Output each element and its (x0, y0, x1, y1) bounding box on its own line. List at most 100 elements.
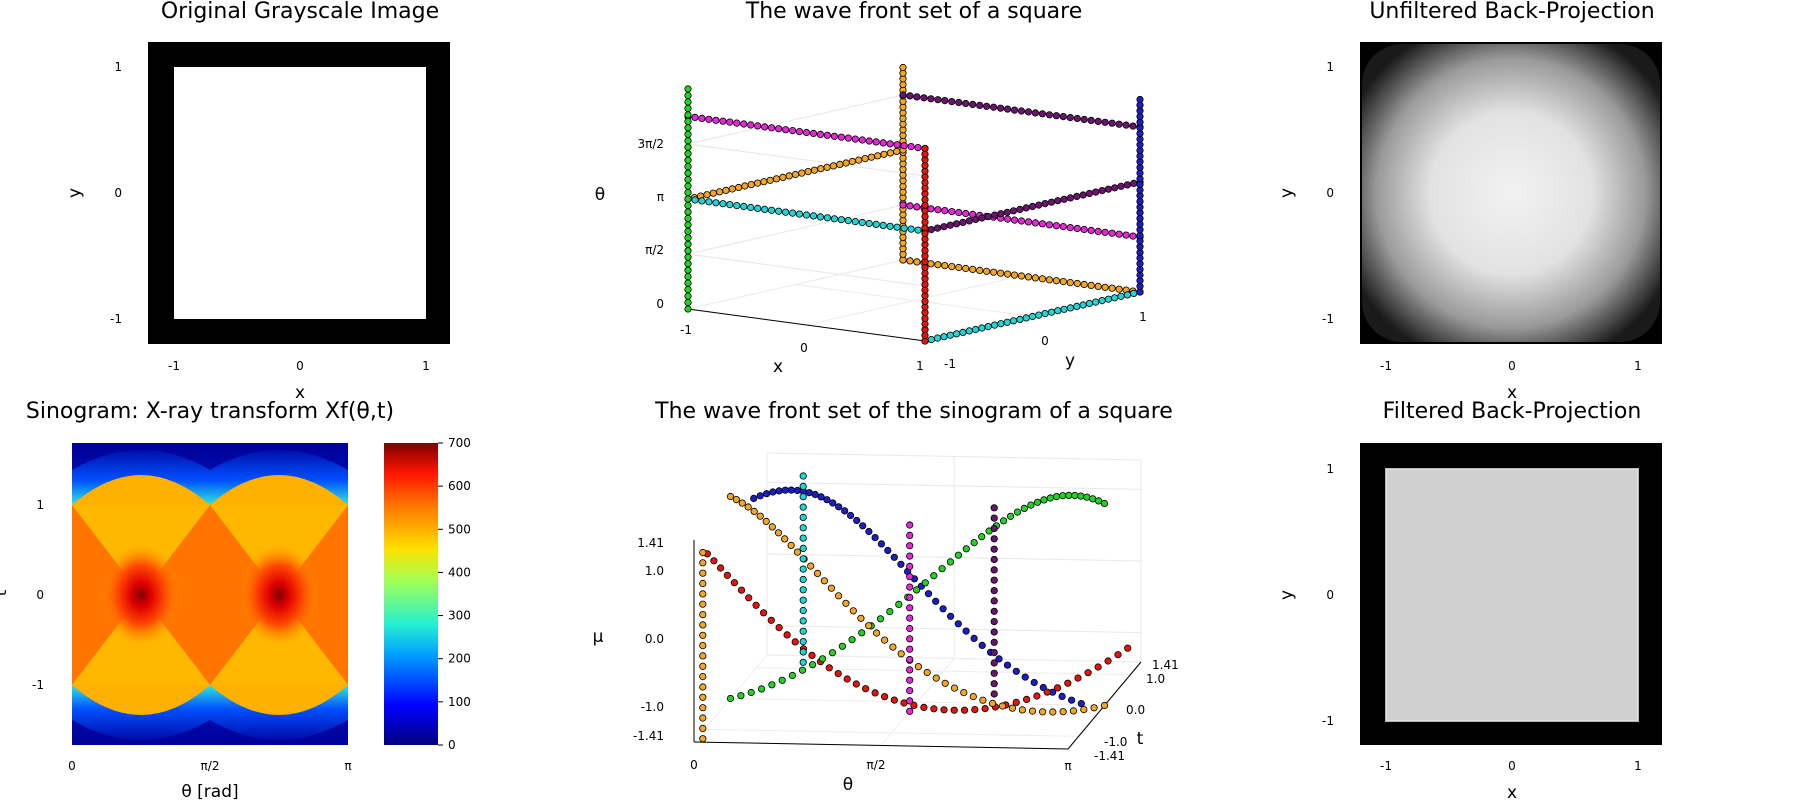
panel-wavefront-square: The wave front set of a square -1 0 1 -1… (595, 0, 1147, 377)
x-tick: 1 (916, 359, 924, 373)
sinogram-wavefront-point (823, 496, 831, 504)
z-tick: π (657, 190, 664, 204)
wavefront-point (709, 189, 717, 197)
x-tick: π (1064, 759, 1071, 773)
sinogram-wavefront-point (962, 627, 970, 635)
x-tick: 0 (296, 359, 304, 373)
wavefront-point (712, 116, 720, 124)
sinogram-wavefront-point (1046, 494, 1054, 502)
wavefront-point (1003, 208, 1011, 216)
sinogram-wavefront-point (1049, 708, 1057, 716)
sinogram-wavefront-point (906, 624, 914, 633)
wavefront-point (1059, 277, 1067, 286)
wavefront-point (747, 203, 755, 212)
wavefront-point (684, 104, 692, 113)
colorbar-tick-label: 200 (448, 652, 471, 666)
sinogram-wavefront-point (699, 610, 707, 619)
wavefront-point (872, 138, 880, 146)
wavefront-point (1022, 314, 1030, 322)
wavefront-point (1035, 311, 1043, 319)
sinogram-wavefront-point (1077, 492, 1085, 500)
wavefront-point (913, 203, 921, 211)
wavefront-point (906, 257, 914, 265)
wavefront-point (809, 212, 818, 220)
wavefront-point (959, 218, 967, 226)
sinogram-wavefront-point (970, 538, 978, 547)
sinogram-wavefront-point (756, 492, 764, 500)
wavefront-point (1031, 109, 1040, 117)
wavefront-point (1031, 274, 1040, 282)
y-tick: 0 (1041, 334, 1049, 348)
z-axis-label: θ (595, 185, 605, 205)
panel-title: The wave front set of the sinogram of a … (654, 399, 1173, 424)
wavefront-point (858, 218, 866, 227)
sinogram-wavefront-point (912, 586, 921, 594)
data-points (684, 63, 1144, 345)
sinogram-wavefront-point (946, 612, 955, 620)
wavefront-point (802, 211, 811, 219)
sinogram-wavefront-point (990, 690, 998, 698)
x-tick: -1 (1380, 359, 1392, 373)
y-tick: 1 (1326, 462, 1334, 476)
wavefront-point (946, 221, 954, 229)
x-tick: 0 (800, 341, 808, 355)
sinogram-wavefront-point (1114, 651, 1122, 659)
sinogram-wavefront-point (890, 696, 898, 704)
y-axis-label: y (1277, 188, 1297, 198)
sinogram-wavefront-point (999, 517, 1008, 525)
wavefront-point (1066, 224, 1074, 232)
z-tick: π/2 (645, 243, 664, 257)
y-tick: 0 (1326, 186, 1334, 200)
x-tick: 0 (1508, 759, 1516, 773)
sinogram-wavefront-point (906, 655, 914, 664)
sinogram-wavefront-point (906, 552, 914, 560)
y-tick: 0.0 (1126, 703, 1145, 717)
wavefront-point (698, 197, 706, 205)
wavefront-point (829, 162, 838, 170)
sinogram-peak (101, 545, 181, 645)
wavefront-point (990, 321, 999, 329)
wavefront-point (726, 201, 734, 209)
x-tick: π/2 (867, 758, 886, 772)
sinogram-wavefront-point (747, 688, 755, 697)
wavefront-point (684, 272, 692, 281)
wavefront-point (844, 217, 852, 225)
sinogram-wavefront-point (861, 685, 870, 693)
wavefront-point (684, 169, 692, 177)
sinogram-wavefront-point (990, 628, 998, 636)
wavefront-point (933, 334, 942, 342)
sinogram-wavefront-point (774, 529, 783, 537)
wavefront-point (1017, 217, 1026, 225)
wavefront-point (948, 262, 956, 271)
sinogram-wavefront-point (906, 676, 914, 684)
y-tick: 1 (1139, 310, 1147, 324)
sinogram-wavefront-point (990, 545, 998, 553)
sinogram-wavefront-point (950, 684, 959, 692)
wavefront-point (1108, 284, 1116, 292)
wavefront-point (684, 240, 692, 248)
wavefront-point (791, 170, 800, 179)
sinogram-wavefront-point (895, 600, 903, 609)
sinogram-wavefront-point (990, 586, 998, 595)
wavefront-point (1010, 271, 1019, 279)
wavefront-point (886, 222, 894, 230)
wavefront-point (1054, 307, 1062, 315)
sinogram-wavefront-point (762, 517, 770, 526)
wavefront-point (1066, 304, 1075, 312)
sinogram-wavefront-point (745, 594, 753, 602)
panel-sinogram: Sinogram: X-ray transform Xf(θ,t) 0 π/2 (0, 399, 471, 800)
wavefront-point (684, 208, 692, 216)
wavefront-point (809, 129, 818, 137)
y-tick: -1 (944, 357, 956, 371)
sinogram-wavefront-point (793, 548, 802, 556)
wavefront-point (927, 95, 935, 103)
wavefront-point (734, 183, 743, 192)
x-tick: 1 (1634, 759, 1642, 773)
wavefront-point (1101, 283, 1109, 291)
wavefront-point (1108, 119, 1116, 127)
y-axis-label: y (65, 188, 85, 198)
sinogram-wavefront-point (1013, 508, 1022, 516)
sinogram-wavefront-point (799, 472, 807, 480)
panel-title: Unfiltered Back-Projection (1369, 0, 1654, 24)
